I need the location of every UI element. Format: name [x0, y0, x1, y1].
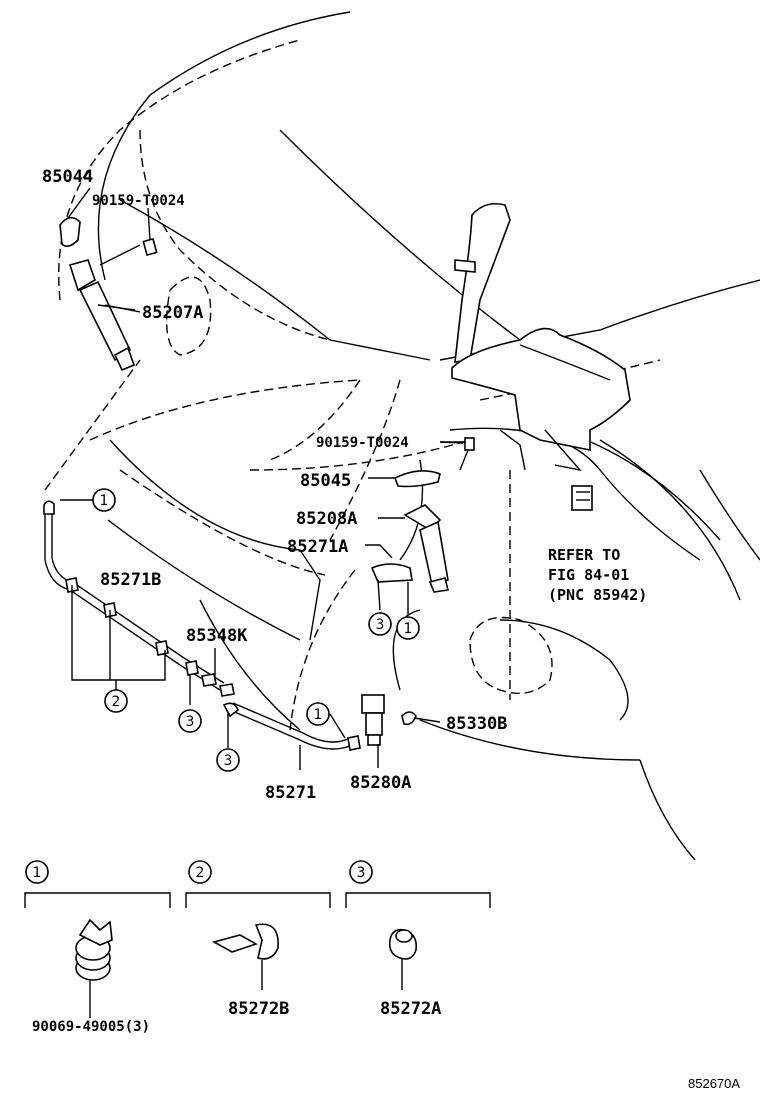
svg-text:1: 1: [33, 865, 42, 881]
label-90159-top: 90159-T0024: [92, 193, 185, 209]
label-85280A: 85280A: [350, 773, 411, 793]
svg-text:2: 2: [112, 694, 121, 710]
washer-pump: [361, 694, 417, 746]
label-85207A: 85207A: [142, 303, 203, 323]
callout-1a: 1: [92, 488, 116, 512]
refer-line-3: (PNC 85942): [548, 586, 647, 604]
svg-text:1: 1: [314, 707, 323, 723]
svg-text:2: 2: [196, 865, 205, 881]
leader-lines: [60, 187, 465, 1018]
washer-tank: [451, 202, 631, 472]
svg-text:1: 1: [100, 493, 109, 509]
left-headlamp-cleaner: [59, 216, 158, 372]
hoses: [43, 500, 413, 751]
label-85348K: 85348K: [186, 626, 248, 646]
label-85330B: 85330B: [446, 714, 507, 734]
legend-item-1: 1 90069-49005(3): [24, 860, 171, 1035]
label-85044: 85044: [42, 167, 93, 187]
label-85045: 85045: [300, 471, 351, 491]
legend: 1 90069-49005(3) 2 85272B 3: [24, 860, 491, 1035]
refer-line-1: REFER TO: [548, 546, 620, 564]
svg-text:3: 3: [376, 617, 385, 633]
refer-line-2: FIG 84-01: [548, 566, 629, 584]
svg-text:3: 3: [224, 753, 233, 769]
callout-1b: 1: [306, 702, 330, 726]
hose-clamp-icon: [75, 918, 113, 981]
legend-part-3: 85272A: [380, 999, 441, 1019]
svg-text:3: 3: [186, 714, 195, 730]
svg-text:3: 3: [357, 865, 366, 881]
part-labels: 85044 90159-T0024 85207A 90159-T0024 850…: [42, 167, 507, 803]
legend-item-3: 3 85272A: [345, 860, 491, 1019]
figure-id: 852670A: [688, 1076, 740, 1091]
svg-text:1: 1: [404, 621, 413, 637]
callout-3c: 3: [368, 612, 392, 636]
legend-part-1: 90069-49005(3): [32, 1019, 150, 1035]
legend-part-2: 85272B: [228, 999, 289, 1019]
callout-3b: 3: [216, 748, 240, 772]
legend-item-2: 2 85272B: [185, 860, 331, 1019]
callout-1c: 1: [396, 616, 420, 640]
label-85271A: 85271A: [287, 537, 348, 557]
label-90159-mid: 90159-T0024: [316, 435, 409, 451]
label-85208A: 85208A: [296, 509, 357, 529]
right-headlamp-cleaner: [393, 437, 475, 593]
callout-2a: 2: [104, 689, 128, 713]
label-85271: 85271: [265, 783, 316, 803]
pump-connector: [571, 485, 593, 511]
hose-clip-icon: [211, 923, 279, 960]
refer-note: REFER TO FIG 84-01 (PNC 85942): [548, 546, 647, 604]
label-85271B: 85271B: [100, 570, 161, 590]
tube-clip-icon: [388, 928, 418, 960]
callout-3a: 3: [178, 709, 202, 733]
